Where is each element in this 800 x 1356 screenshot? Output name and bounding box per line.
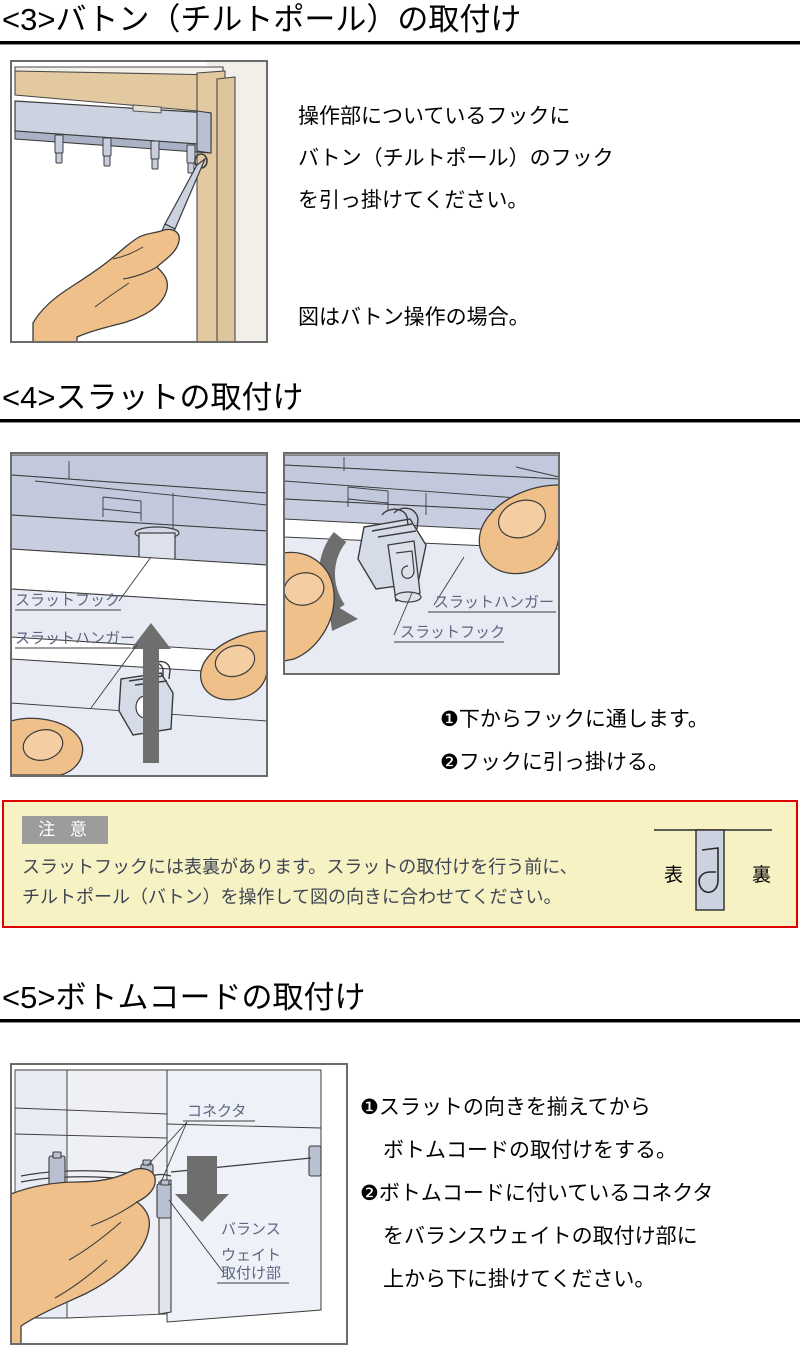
step-marker: ❷ xyxy=(360,1182,379,1205)
slat-hook-insert-illustration: スラットフック スラットハンガー xyxy=(11,453,267,776)
label-slat-hook: スラットフック xyxy=(400,624,505,641)
caution-box: 注 意 スラットフックには表裏があります。スラットの取付けを行う前に、 チルトポ… xyxy=(2,800,798,928)
hook-orientation-diagram xyxy=(644,818,784,914)
section-3-line-3: を引っ掛けてください。 xyxy=(298,189,529,212)
hook-orientation-illustration xyxy=(654,829,772,911)
section-5-divider xyxy=(0,1019,800,1023)
section-3: <3>バトン（チルトポール）の取付け xyxy=(0,0,800,45)
step-text: ボトムコードに付いているコネクタ xyxy=(378,1182,714,1205)
section-5-step-1-line-1: ❶スラットの向きを揃えてから xyxy=(360,1086,713,1129)
section-3-note: 図はバトン操作の場合。 xyxy=(298,306,530,329)
section-5: <5>ボトムコードの取付け xyxy=(0,978,800,1023)
section-5-step-2-line-3: 上から下に掛けてください。 xyxy=(383,1268,656,1291)
slat-hook-hang-illustration: スラットハンガー スラットフック xyxy=(284,453,559,674)
step-text: スラットの向きを揃えてから xyxy=(378,1096,651,1119)
caution-line-2: チルトポール（バトン）を操作して図の向きに合わせてください。 xyxy=(22,887,562,907)
label-balance: バランス xyxy=(221,1221,281,1238)
figure-slat-hook-hang: スラットハンガー スラットフック xyxy=(283,452,560,675)
label-connector: コネクタ xyxy=(187,1103,246,1120)
figure-baton-attachment xyxy=(10,60,268,343)
baton-attachment-illustration xyxy=(11,61,267,342)
section-3-title: <3>バトン（チルトポール）の取付け xyxy=(2,2,522,37)
section-4-step-2: ❷フックに引っ掛ける。 xyxy=(440,741,709,784)
label-slat-hanger: スラットハンガー xyxy=(434,594,554,611)
step-text: 下からフックに通します。 xyxy=(458,708,709,731)
caution-text: スラットフックには表裏があります。スラットの取付けを行う前に、 チルトポール（バ… xyxy=(22,852,578,912)
section-4: <4>スラットの取付け xyxy=(0,378,800,423)
section-4-steps: ❶下からフックに通します。 ❷フックに引っ掛ける。 xyxy=(440,698,709,784)
step-marker: ❶ xyxy=(440,708,459,731)
section-5-step-2-line-2: をバランスウェイトの取付け部に xyxy=(383,1225,698,1248)
step-marker: ❷ xyxy=(440,751,459,774)
section-5-step-1-line-2: ボトムコードの取付けをする。 xyxy=(383,1139,677,1162)
step-marker: ❶ xyxy=(360,1096,379,1119)
label-weight: ウェイト xyxy=(221,1247,281,1264)
section-4-step-1: ❶下からフックに通します。 xyxy=(440,698,709,741)
step-text: フックに引っ掛ける。 xyxy=(458,751,669,774)
caution-line-1: スラットフックには表裏があります。スラットの取付けを行う前に、 xyxy=(22,857,578,877)
label-back: 裏 xyxy=(752,865,772,886)
section-5-title: <5>ボトムコードの取付け xyxy=(2,980,366,1015)
label-slat-hook: スラットフック xyxy=(15,592,120,609)
section-4-title: <4>スラットの取付け xyxy=(2,380,304,415)
figure-bottom-cord-attachment: コネクタ バランス ウェイト 取付け部 xyxy=(10,1063,348,1345)
label-mount-part: 取付け部 xyxy=(221,1265,281,1282)
section-3-paragraph: 操作部についているフックに バトン（チルトポール）のフック を引っ掛けてください… xyxy=(298,96,614,222)
label-front: 表 xyxy=(664,865,684,886)
section-3-line-1: 操作部についているフックに xyxy=(298,105,571,128)
section-4-divider xyxy=(0,419,800,423)
section-3-divider xyxy=(0,41,800,45)
bottom-cord-illustration: コネクタ バランス ウェイト 取付け部 xyxy=(11,1064,347,1344)
section-5-steps: ❶スラットの向きを揃えてから ボトムコードの取付けをする。 ❷ボトムコードに付い… xyxy=(360,1086,713,1301)
figure-slat-hook-insert: スラットフック スラットハンガー xyxy=(10,452,268,777)
section-3-line-2: バトン（チルトポール）のフック xyxy=(298,147,614,170)
caution-tag: 注 意 xyxy=(22,816,108,844)
section-5-step-2-line-1: ❷ボトムコードに付いているコネクタ xyxy=(360,1172,713,1215)
label-slat-hanger: スラットハンガー xyxy=(15,630,135,647)
